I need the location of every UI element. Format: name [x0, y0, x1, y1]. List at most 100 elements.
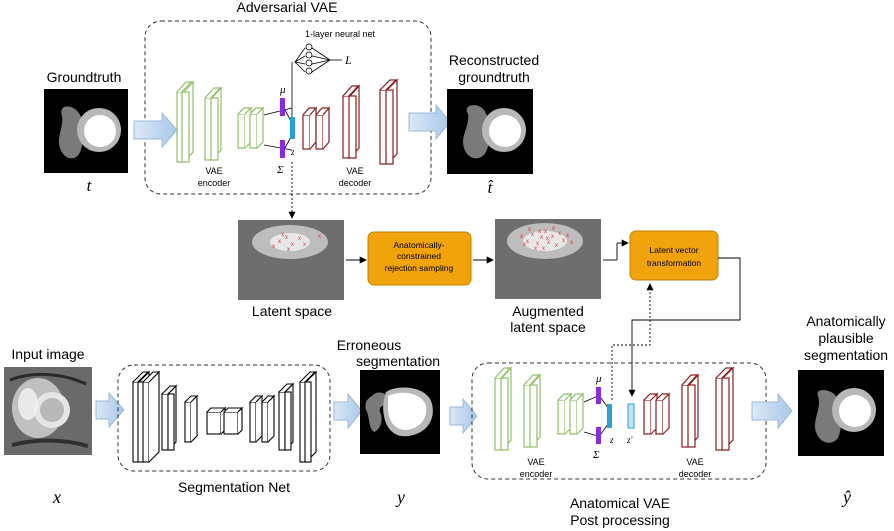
adversarial-vae-box — [144, 20, 432, 195]
svg-text:x: x — [551, 234, 554, 240]
groundtruth-symbol: t — [87, 176, 93, 195]
rejection-sampling-line-2: constrained — [397, 251, 441, 261]
svg-text:x: x — [540, 235, 543, 241]
segmentation-net-label: Segmentation Net — [178, 479, 290, 495]
flow-arrow-input — [95, 391, 125, 429]
vae-encoder-label-1: VAE — [205, 166, 222, 176]
flow-arrow-reconstruction — [408, 103, 451, 141]
svg-text:x: x — [558, 231, 561, 237]
svg-text:x: x — [520, 234, 523, 240]
anatomical-sigma-symbol: Σ — [592, 449, 600, 461]
svg-text:x: x — [303, 242, 306, 248]
svg-text:x: x — [285, 235, 288, 241]
anatomical-decoder-label-1: VAE — [686, 457, 703, 467]
svg-text:x: x — [526, 239, 529, 245]
mu-vector — [280, 98, 285, 116]
svg-text:x: x — [552, 226, 555, 232]
flow-arrow-erroneous — [449, 397, 478, 435]
z-prime-symbol: z' — [626, 435, 634, 445]
anatomical-vae-label-1: Anatomical VAE — [570, 495, 670, 511]
svg-text:x: x — [570, 240, 573, 246]
reconstructed-image — [447, 89, 533, 174]
plausible-label-2: plausible — [818, 330, 873, 346]
svg-text:x: x — [536, 241, 539, 247]
latent-transform-box — [629, 230, 719, 281]
svg-text:x: x — [278, 239, 281, 245]
reconstructed-label-1: Reconstructed — [449, 52, 539, 68]
segmentation-net-layers — [132, 370, 318, 463]
anatomical-encoder-label-2: encoder — [520, 469, 553, 479]
latent-space-label: Latent space — [252, 303, 332, 319]
svg-text:x: x — [544, 229, 547, 235]
discriminator-net — [294, 43, 342, 75]
svg-text:x: x — [281, 232, 284, 238]
sigma-symbol: Σ — [276, 164, 284, 176]
svg-text:x: x — [546, 236, 549, 242]
anatomical-decoder-label-2: decoder — [679, 469, 712, 479]
mu-symbol: μ — [279, 84, 286, 96]
anatomical-encoder-layers — [494, 366, 585, 451]
flow-arrow-groundtruth — [133, 111, 178, 149]
erroneous-segmentation-image — [360, 370, 440, 454]
erroneous-label-1: Erroneous — [337, 337, 402, 353]
augmented-latent-label-2: latent space — [510, 319, 586, 335]
rejection-sampling-box — [367, 231, 472, 286]
svg-text:x: x — [562, 238, 565, 244]
svg-text:x: x — [287, 247, 290, 253]
rejection-sampling-line-3: rejection sampling — [385, 263, 454, 273]
reconstructed-symbol: t̂ — [488, 178, 494, 197]
svg-text:x: x — [566, 233, 569, 239]
rejection-sampling-line-1: Anatomically- — [393, 240, 444, 250]
segmentation-net-box — [117, 364, 331, 472]
augmented-latent-label-1: Augmented — [512, 303, 584, 319]
anatomical-mu-symbol: μ — [595, 373, 602, 385]
input-mri-image — [4, 367, 92, 455]
svg-text:x: x — [291, 242, 294, 248]
plausible-label-3: segmentation — [804, 347, 888, 363]
plausible-symbol: ŷ — [841, 487, 851, 507]
plausible-label-1: Anatomically — [806, 313, 885, 329]
svg-text:x: x — [547, 240, 550, 246]
latent-transform-line-2: transformation — [647, 258, 702, 268]
svg-text:x: x — [531, 232, 534, 238]
loss-symbol: L — [344, 53, 352, 67]
anatomical-z-vector — [607, 404, 612, 428]
erroneous-symbol: y — [395, 487, 405, 507]
plausible-segmentation-image — [798, 370, 884, 456]
anatomical-vae-box — [471, 362, 767, 480]
z-to-transform-dotted-arrow — [611, 283, 654, 400]
transform-to-zprime-arrow — [628, 257, 741, 397]
flow-arrow-anatomical — [751, 392, 793, 430]
z-vector — [290, 117, 295, 139]
vae-decoder-label-2: decoder — [339, 178, 372, 188]
reconstructed-label-2: groundtruth — [458, 69, 530, 85]
svg-text:x: x — [528, 227, 531, 233]
svg-text:x: x — [538, 229, 541, 235]
anatomical-sigma-vector — [596, 427, 601, 444]
anatomical-decoder-layers — [643, 366, 735, 451]
flow-arrow-segmentation — [333, 392, 363, 430]
svg-text:x: x — [523, 242, 526, 248]
sigma-vector — [280, 140, 285, 158]
z-symbol: z — [290, 147, 295, 157]
latent-transform-line-1: Latent vector — [649, 245, 698, 255]
groundtruth-label: Groundtruth — [47, 69, 122, 85]
svg-text:x: x — [318, 234, 321, 240]
vae-encoder-layers — [176, 80, 265, 163]
vae-decoder-label-1: VAE — [346, 166, 363, 176]
neural-net-label: 1-layer neural net — [305, 29, 376, 39]
groundtruth-image — [44, 89, 128, 173]
anatomical-vae-label-2: Post processing — [570, 512, 670, 528]
adversarial-vae-title: Adversarial VAE — [237, 0, 338, 15]
vae-encoder-label-2: encoder — [198, 178, 231, 188]
anatomical-mu-vector — [596, 387, 601, 404]
input-image-label: Input image — [11, 346, 84, 362]
erroneous-label-2: segmentation — [356, 353, 440, 369]
svg-text:x: x — [298, 236, 301, 242]
svg-text:x: x — [534, 246, 537, 252]
anatomical-encoder-label-1: VAE — [527, 457, 544, 467]
z-prime-vector — [627, 403, 635, 429]
